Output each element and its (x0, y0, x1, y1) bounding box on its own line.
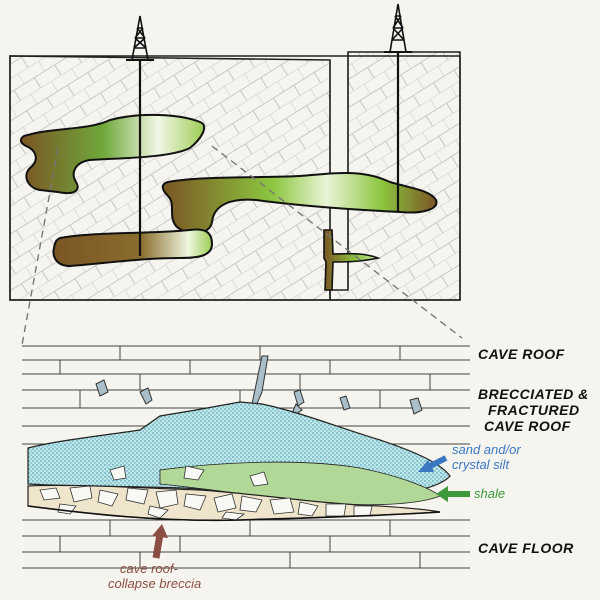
label-cave-roof: CAVE ROOF (478, 346, 565, 362)
sand-arrow (418, 455, 448, 472)
cross-section (22, 345, 470, 569)
drill-rig-right (384, 3, 412, 212)
label-breccia-line2: collapse breccia (108, 576, 202, 591)
breccia-clasts (39, 465, 373, 521)
label-cave-floor: CAVE FLOOR (478, 540, 574, 556)
cave-passage-bottom (52, 228, 214, 268)
label-brecciated-line3: CAVE ROOF (484, 418, 571, 434)
upper-block-diagram (9, 3, 461, 301)
label-sand-line1: sand and/or (452, 442, 521, 457)
breccia-arrow (152, 524, 168, 559)
label-brecciated-line2: FRACTURED (488, 402, 580, 418)
label-sand-line2: crystal silt (452, 457, 510, 472)
label-breccia-line1: cave roof- (120, 561, 178, 576)
cave-passage-middle (161, 172, 438, 234)
cave-passage-top (20, 113, 206, 194)
label-shale: shale (474, 486, 506, 501)
zoom-connector-lines (21, 145, 463, 346)
drill-rig-left (126, 15, 154, 256)
shale-arrow (436, 486, 470, 502)
cave-fissure (323, 229, 381, 291)
label-brecciated-line1: BRECCIATED & (478, 386, 589, 402)
cave-floor-line (27, 505, 441, 522)
